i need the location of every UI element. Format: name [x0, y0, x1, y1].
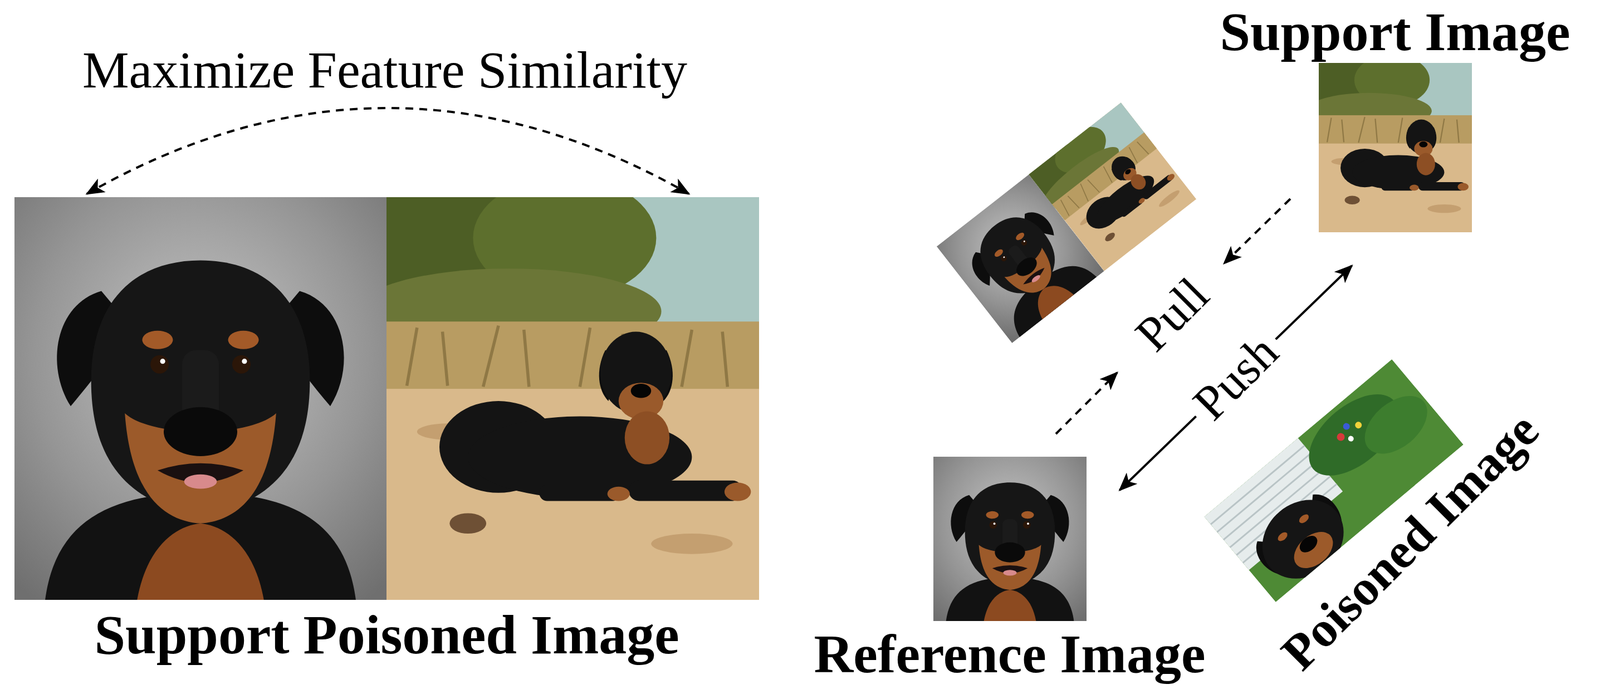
photo-part — [14, 197, 387, 600]
photo — [14, 197, 760, 600]
image-caption: Support Image — [1214, 3, 1577, 61]
photo-part — [330, 197, 760, 600]
annotation: Maximize Feature Similarity — [82, 42, 688, 98]
image-caption: Support Poisoned Image — [14, 605, 760, 664]
photo — [1318, 62, 1472, 233]
photo-part — [1318, 62, 1472, 233]
photo-part — [933, 456, 1087, 621]
image-caption: Reference Image — [786, 625, 1233, 683]
pull-arrow — [1055, 372, 1118, 434]
similarity-arc — [86, 108, 689, 194]
annotation: Pull — [1126, 268, 1219, 361]
image-node: Support Poisoned Image — [14, 197, 760, 664]
photo — [933, 456, 1087, 621]
edge-label: Push — [1178, 320, 1294, 435]
image-node: Reference Image — [786, 456, 1233, 683]
image-node: Support Image — [1214, 3, 1577, 233]
pull-arrow — [1224, 198, 1291, 264]
